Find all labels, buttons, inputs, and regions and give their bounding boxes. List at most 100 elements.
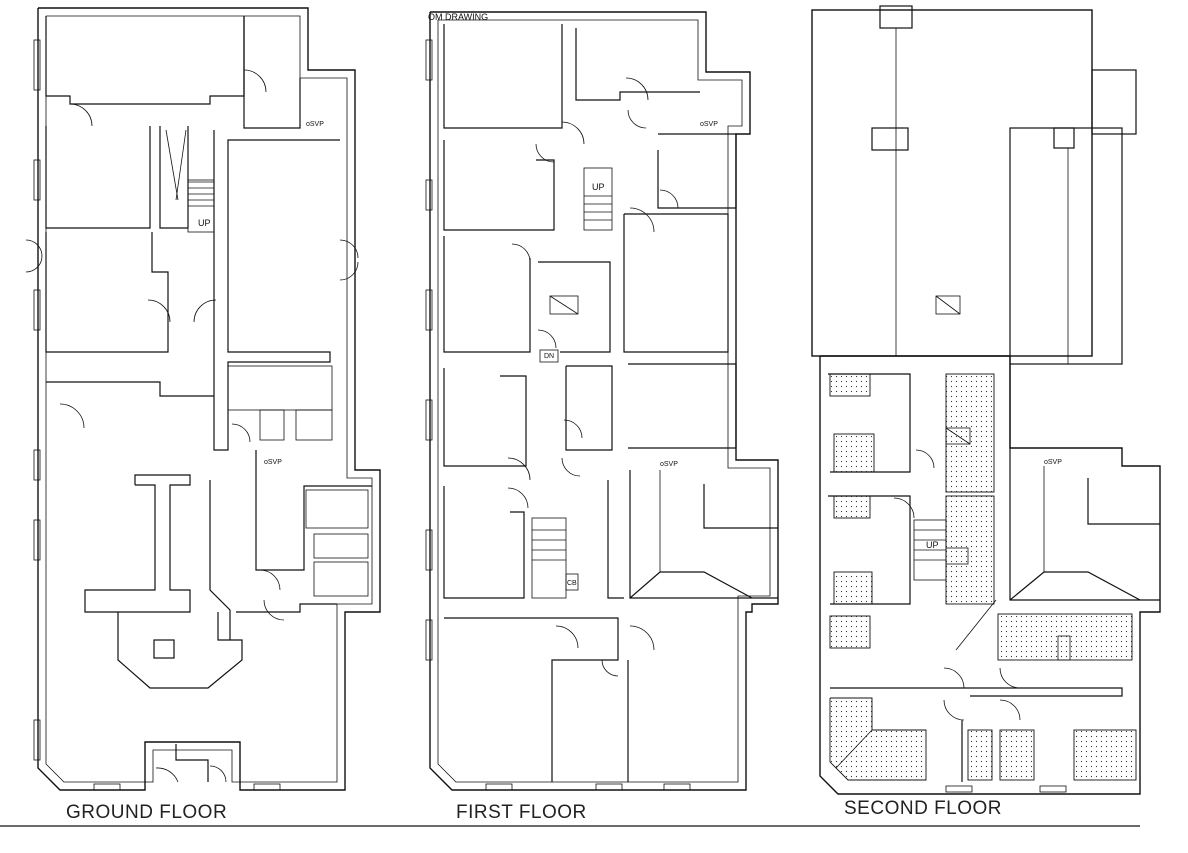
first-small-stair bbox=[539, 349, 559, 363]
first-room-2r bbox=[657, 133, 737, 209]
second-rooflight bbox=[945, 427, 971, 445]
ground-store bbox=[305, 489, 369, 529]
ground-store bbox=[313, 561, 369, 597]
first-door-arc bbox=[507, 457, 531, 481]
first-room-top-left bbox=[443, 24, 563, 129]
second-rooflight bbox=[945, 547, 969, 565]
ground-window bbox=[33, 449, 41, 481]
ground-room-top-left bbox=[45, 16, 245, 105]
ground-door-arc bbox=[339, 261, 359, 281]
first-door-arc bbox=[601, 659, 619, 677]
second-rooflight-cross bbox=[945, 427, 971, 445]
second-svp-label: oSVP bbox=[1044, 459, 1062, 466]
ground-bar-counter bbox=[84, 474, 191, 613]
second-chimney bbox=[871, 127, 909, 151]
second-hatched-area bbox=[1073, 729, 1137, 781]
first-door-arc bbox=[537, 329, 557, 349]
ground-svp-label-top: oSVP bbox=[306, 121, 324, 128]
ground-floor-label: GROUND FLOOR bbox=[66, 802, 227, 823]
second-door-arc bbox=[999, 667, 1021, 689]
second-hatched-area bbox=[833, 433, 875, 473]
first-window bbox=[425, 399, 433, 441]
second-rooflight bbox=[1057, 635, 1071, 661]
ground-window bbox=[33, 159, 41, 201]
first-window bbox=[425, 289, 433, 331]
ground-room-2 bbox=[45, 126, 151, 229]
second-floor-label: SECOND FLOOR bbox=[844, 798, 1002, 819]
ground-stair-line bbox=[165, 129, 179, 201]
first-door-arc bbox=[511, 243, 531, 263]
ground-hall-wall bbox=[236, 603, 337, 613]
first-room-5m bbox=[607, 480, 624, 599]
second-hatched-area bbox=[829, 373, 871, 397]
first-stair-up-label: UP bbox=[592, 182, 605, 192]
second-window bbox=[945, 785, 973, 793]
second-roof-annex bbox=[1091, 69, 1137, 135]
ground-door-arc bbox=[69, 103, 93, 127]
first-window bbox=[663, 783, 691, 791]
first-svp-label-top: oSVP bbox=[700, 121, 718, 128]
first-room-2 bbox=[443, 140, 555, 231]
second-floor-plan: UP oSVP SECOND FLOOR bbox=[811, 5, 1161, 819]
second-hatched-area bbox=[945, 495, 995, 605]
ground-door-arc bbox=[339, 239, 359, 259]
ground-wc bbox=[259, 409, 285, 441]
second-chimney bbox=[1053, 127, 1075, 149]
second-window bbox=[1039, 785, 1067, 793]
second-stair-up-label: UP bbox=[926, 540, 939, 550]
ground-window bbox=[253, 783, 281, 791]
second-diagonal bbox=[835, 729, 873, 769]
first-drawing-note: OM DRAWING bbox=[428, 12, 488, 22]
ground-window bbox=[33, 39, 41, 91]
first-room-3 bbox=[443, 236, 531, 353]
first-floor-outer-wall bbox=[429, 11, 779, 791]
ground-door-arc bbox=[259, 569, 281, 591]
first-floor-plan: OM DRAWING oSVP UP DN bbox=[425, 11, 779, 823]
ground-window bbox=[33, 289, 41, 331]
second-roof-outline bbox=[1009, 364, 1160, 601]
ground-door-arc bbox=[147, 299, 171, 323]
first-stair bbox=[583, 167, 613, 231]
ground-floor-plan: UP oSVP oSVP bbox=[25, 7, 381, 823]
second-door-arc bbox=[915, 449, 935, 469]
first-room-5 bbox=[443, 486, 525, 599]
ground-window bbox=[33, 719, 41, 761]
ground-partition bbox=[209, 480, 231, 640]
second-rooflight-cross bbox=[935, 295, 961, 315]
first-window bbox=[485, 783, 513, 791]
ground-entrance-lobby bbox=[175, 744, 209, 782]
first-svp-label: oSVP bbox=[660, 461, 678, 468]
ground-window bbox=[93, 783, 121, 791]
first-cb-label: CB bbox=[567, 580, 577, 587]
first-dn-label: DN bbox=[544, 353, 554, 360]
second-corridor bbox=[830, 687, 1123, 697]
second-door-arc bbox=[943, 699, 965, 721]
first-door-arc bbox=[659, 189, 679, 209]
second-hatched-area bbox=[833, 495, 871, 519]
second-roof-block-right bbox=[1009, 127, 1123, 365]
ground-room-3 bbox=[45, 232, 169, 353]
second-roof-hip bbox=[1009, 571, 1141, 601]
ground-corridor bbox=[213, 130, 340, 451]
first-window bbox=[425, 39, 433, 81]
ground-wc bbox=[295, 409, 333, 441]
second-door-arc bbox=[893, 497, 915, 519]
first-door-arc bbox=[535, 143, 555, 163]
ground-door-arc bbox=[193, 299, 217, 323]
ground-svp-label: oSVP bbox=[264, 459, 282, 466]
ground-room-top-right bbox=[243, 16, 301, 129]
first-window bbox=[425, 619, 433, 661]
first-door-arc bbox=[507, 487, 529, 509]
ground-lower-hall bbox=[46, 381, 214, 397]
second-hatched-area bbox=[997, 613, 1133, 661]
second-rooflight bbox=[935, 295, 961, 315]
first-floor-inner-wall bbox=[437, 19, 771, 783]
first-roof-hip bbox=[629, 571, 753, 599]
first-room-top-mid bbox=[575, 28, 700, 101]
first-door-arc bbox=[625, 77, 649, 101]
ground-wc-block bbox=[227, 365, 333, 411]
first-door-arc bbox=[629, 207, 655, 233]
ground-store bbox=[313, 533, 369, 559]
first-room-3r bbox=[623, 213, 729, 353]
ground-door-arc bbox=[25, 255, 43, 273]
